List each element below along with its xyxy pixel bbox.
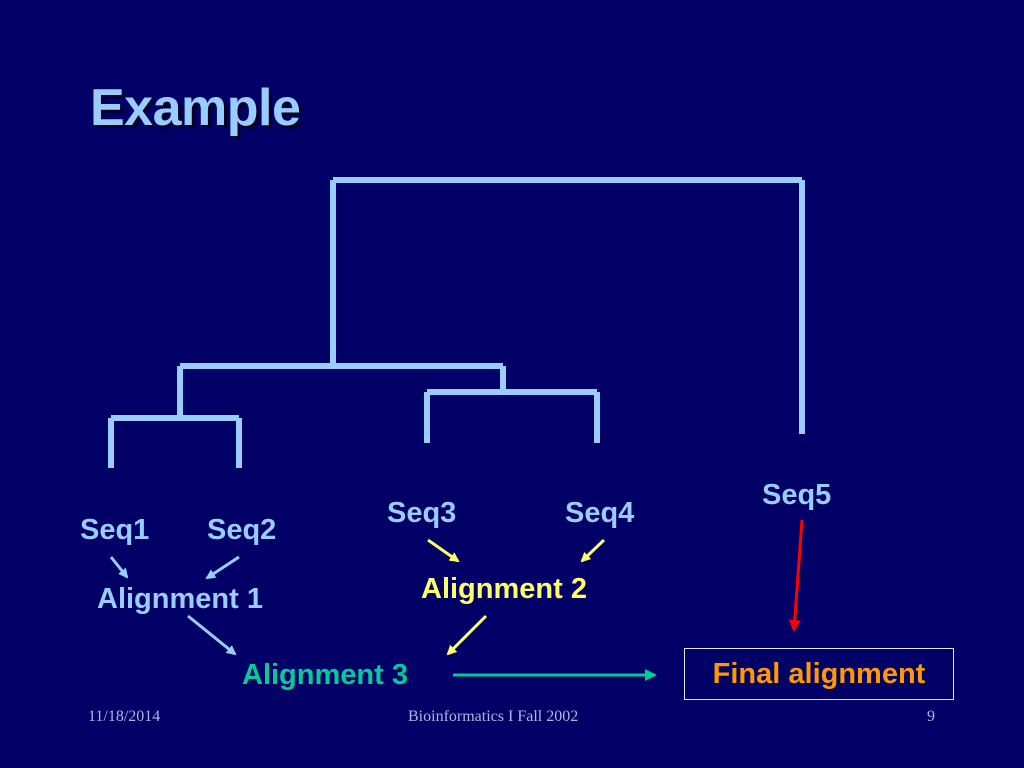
- final-alignment-box: Final alignment: [684, 648, 954, 700]
- arrow-seq3-to-alignment2: [427, 538, 460, 563]
- footer-date: 11/18/2014: [88, 708, 161, 725]
- seq4-label: Seq4: [565, 497, 635, 529]
- arrow-alignment2-to-alignment3: [446, 614, 488, 656]
- arrow-alignment1-to-alignment3: [187, 614, 237, 656]
- arrow-seq2-to-alignment1: [205, 555, 240, 580]
- tree-branches: [108, 177, 805, 468]
- alignment1-label: Alignment 1: [97, 583, 263, 615]
- seq5-label: Seq5: [762, 479, 832, 511]
- alignment2-label: Alignment 2: [421, 573, 587, 605]
- arrow-seq1-to-alignment1: [109, 556, 129, 579]
- seq3-label: Seq3: [387, 497, 457, 529]
- footer-page-number: 9: [927, 708, 935, 725]
- arrow-seq4-to-alignment2: [580, 538, 606, 563]
- arrow-seq5-to-final: [788, 519, 804, 632]
- footer-course: Bioinformatics I Fall 2002: [408, 708, 579, 725]
- slide-title: Example: [90, 79, 301, 137]
- seq1-label: Seq1: [80, 514, 150, 546]
- alignment3-label: Alignment 3: [242, 659, 408, 691]
- seq2-label: Seq2: [207, 514, 277, 546]
- final-alignment-label: Final alignment: [712, 657, 926, 690]
